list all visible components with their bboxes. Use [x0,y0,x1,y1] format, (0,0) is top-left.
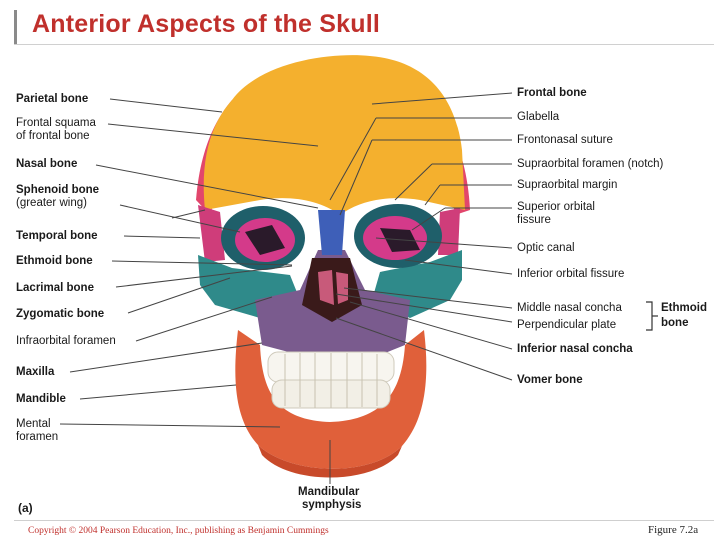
nasal-concha [318,270,334,305]
leader-lines-right [329,92,513,484]
label-middle-nasal-concha: Middle nasal concha [517,302,622,314]
label-vomer-bone: Vomer bone [517,374,583,386]
label-parietal-bone: Parietal bone [16,93,89,105]
label-nasal-bone: Nasal bone [16,158,78,170]
label-optic-canal: Optic canal [517,242,575,254]
label-superior-orbital-fissure-2: fissure [517,214,551,226]
label-sphenoid-bone-2: (greater wing) [16,197,87,209]
label-supraorbital-margin: Supraorbital margin [517,179,618,191]
label-temporal-bone: Temporal bone [16,230,98,242]
label-lacrimal-bone: Lacrimal bone [16,282,94,294]
label-frontal-squama-2: of frontal bone [16,130,90,142]
label-ethmoid-group-1: Ethmoid [661,302,707,314]
label-mandible: Mandible [16,393,66,405]
label-frontal-squama-1: Frontal squama [16,117,96,129]
label-perpendicular-plate: Perpendicular plate [517,319,617,331]
sphenoid-shape [198,205,225,262]
left-orbit-fissure [245,225,285,255]
label-mandibular-symphysis-1: Mandibular [298,486,360,498]
label-supraorbital-foramen: Supraorbital foramen (notch) [517,158,664,170]
ethmoid-bracket [646,301,658,331]
label-superior-orbital-fissure-1: Superior orbital [517,201,595,213]
nasal-concha-right [336,272,348,304]
label-frontal-bone: Frontal bone [517,87,587,99]
label-maxilla: Maxilla [16,366,55,378]
mandible-lower [258,445,402,478]
page-title: Anterior Aspects of the Skull [32,10,380,38]
label-glabella: Glabella [517,111,560,123]
label-mental-foramen-2: foramen [16,431,59,443]
mandible-shape [235,330,427,469]
nasal-bone-shape [318,210,345,255]
label-ethmoid-group-2: bone [661,317,689,329]
title-divider [14,44,714,45]
footer-divider [14,520,714,521]
label-mental-foramen-1: Mental [16,418,51,430]
label-ethmoid-bone: Ethmoid bone [16,255,93,267]
title-accent-bar [14,10,17,45]
label-frontonasal-suture: Frontonasal suture [517,134,613,146]
copyright-text: Copyright © 2004 Pearson Education, Inc.… [28,526,329,536]
panel-label: (a) [18,501,33,515]
label-mandibular-symphysis-2: symphysis [302,499,362,511]
figure-number: Figure 7.2a [648,524,699,536]
label-inferior-nasal-concha: Inferior nasal concha [517,343,633,355]
frontal-bone-shape [203,55,465,215]
label-sphenoid-bone-1: Sphenoid bone [16,184,100,196]
label-inferior-orbital-fissure: Inferior orbital fissure [517,268,625,280]
label-infraorbital-foramen: Infraorbital foramen [16,335,116,347]
leader-lines-left [59,98,319,428]
label-zygomatic-bone: Zygomatic bone [16,308,105,320]
